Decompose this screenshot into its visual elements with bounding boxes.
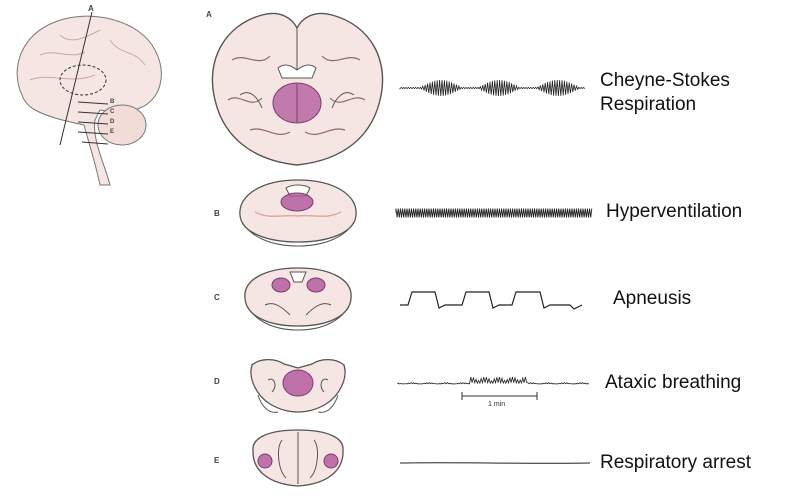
pattern-label-hyperventilation: Hyperventilation <box>606 200 742 224</box>
cerebellum-shape <box>98 105 146 145</box>
pattern-label-apneusis: Apneusis <box>613 287 691 311</box>
row-letter-a: A <box>206 10 212 19</box>
level-label-c: C <box>110 109 114 115</box>
lesion-e-right <box>324 454 338 468</box>
lesion-d <box>283 370 313 396</box>
lesion-c-left <box>272 278 290 292</box>
trace-cheyne-stokes <box>400 80 585 96</box>
pattern-label-arrest: Respiratory arrest <box>600 451 751 475</box>
pattern-label-ataxic: Ataxic breathing <box>605 371 741 395</box>
coronal-section-a <box>212 13 382 165</box>
trace-ataxic <box>398 377 589 384</box>
row-letter-e: E <box>214 456 219 465</box>
trace-arrest <box>400 463 590 464</box>
brainstem-section-d <box>251 360 345 413</box>
level-label-b: B <box>110 99 114 105</box>
lesion-e-left <box>258 454 272 468</box>
pattern-label-line2: Respiration <box>600 93 730 117</box>
row-letter-d: D <box>214 377 220 386</box>
scale-bar <box>462 392 537 400</box>
section-line-label: A <box>88 4 94 13</box>
level-label-d: D <box>110 119 114 125</box>
pattern-label-cheyne-stokes: Cheyne-Stokes Respiration <box>600 69 730 117</box>
brainstem-section-b <box>240 180 356 246</box>
pattern-label-line1: Cheyne-Stokes <box>600 69 730 93</box>
level-label-e: E <box>110 129 114 135</box>
brainstem-section-c <box>245 268 351 330</box>
brainstem-section-e <box>253 430 343 486</box>
trace-apneusis <box>400 292 582 309</box>
row-letter-c: C <box>214 293 220 302</box>
row-letter-b: B <box>214 209 220 218</box>
lesion-b <box>281 193 313 211</box>
lesion-c-right <box>307 278 325 292</box>
scale-bar-label: 1 min <box>488 401 505 408</box>
trace-hyperventilation <box>396 209 592 218</box>
side-brain-diagram <box>17 12 161 185</box>
